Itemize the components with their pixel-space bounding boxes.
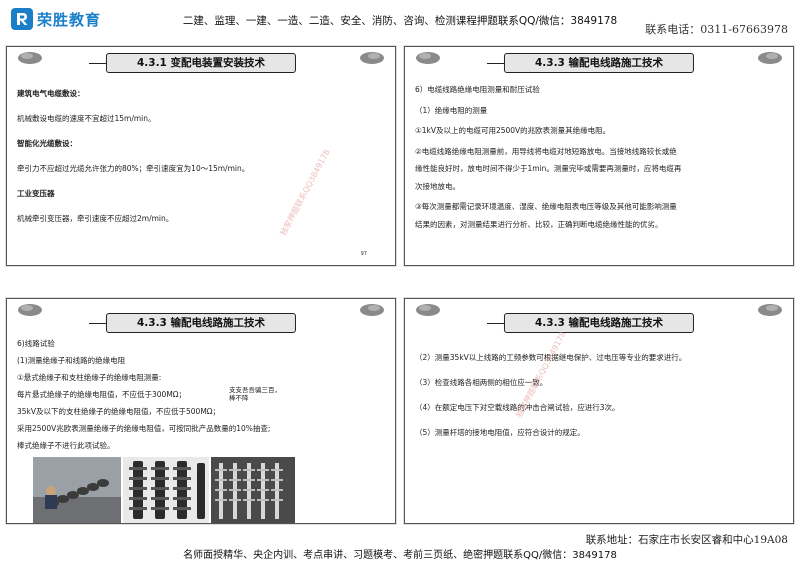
text-line: （1）绝缘电阻的测量 — [415, 105, 488, 115]
text-line: 6）电缆线路绝缘电阻测量和耐压试验 — [415, 85, 540, 94]
text-line: （5）测量杆塔的接地电阻值，应符合设计的规定。 — [415, 428, 585, 437]
insulator-photos — [33, 457, 383, 523]
side-note: 支支吾吾骗三百， 棒不降 — [229, 386, 281, 402]
ore-rock-icon — [416, 52, 440, 64]
text-line: 结果的因素，对测量结果进行分析、比较，正确判断电缆绝缘性能的优劣。 — [415, 219, 663, 229]
text-line: 棒式绝缘子不进行此项试验。 — [17, 441, 115, 450]
slide-title: 4.3.3 输配电线路施工技术 — [486, 53, 695, 73]
text-line: 6)线路试验 — [17, 339, 55, 348]
text-line: 35kV及以下的支柱绝缘子的绝缘电阻值，不应低于500MΩ； — [17, 407, 221, 416]
text-line: （3）检查线路各相两侧的相位应一致。 — [415, 378, 548, 387]
text-line: 每片悬式绝缘子的绝缘电阻值，不应低于300MΩ； — [17, 390, 187, 399]
text-line: 牵引力不应超过光缆允许张力的80%；牵引速度宜为10～15m/min。 — [17, 164, 250, 173]
insulator-photo — [211, 457, 295, 523]
header-phone: 联系电话：0311-67663978 — [645, 23, 788, 36]
slide-body: 6）电缆线路绝缘电阻测量和耐压试验 （1）绝缘电阻的测量 ①1kV及以上的电缆可… — [415, 83, 783, 259]
ore-rock-icon — [758, 52, 782, 64]
ore-rock-icon — [416, 304, 440, 316]
ore-rock-icon — [360, 304, 384, 316]
footer-address: 联系地址：石家庄市长安区睿和中心19A08 — [585, 534, 788, 546]
logo: 荣胜教育 — [10, 6, 101, 32]
text-line: ①1kV及以上的电缆可用2500V的兆欧表测量其绝缘电阻。 — [415, 126, 611, 135]
text-line: 机械敷设电缆的速度不宜超过15m/min。 — [17, 114, 156, 123]
slide-3: 4.3.3 输配电线路施工技术 6)线路试验 (1)测量绝缘子和线路的绝缘电阻 … — [6, 298, 396, 524]
side-note-line: 支支吾吾骗三百， — [229, 386, 281, 394]
slide-4: 4.3.3 输配电线路施工技术 （2）测量35kV以上线路的工频参数可根据继电保… — [404, 298, 794, 524]
text-line: ①悬式绝缘子和支柱绝缘子的绝缘电阻测量: — [17, 373, 162, 382]
text-line: 工业变压器 — [17, 189, 55, 198]
slide-body: 6)线路试验 (1)测量绝缘子和线路的绝缘电阻 ①悬式绝缘子和支柱绝缘子的绝缘电… — [17, 337, 385, 517]
header-banner-text: 二建、监理、一建、一造、二造、安全、消防、咨询、检测课程押题联系QQ/微信：38… — [182, 15, 618, 27]
text-line: (1)测量绝缘子和线路的绝缘电阻 — [17, 356, 126, 365]
footer-banner-text: 名师面授精华、央企内训、考点串讲、习题模考、考前三页纸、绝密押题联系QQ/微信：… — [183, 550, 617, 561]
text-line: 缘性能良好时，放电时间不得少于1min。测量完毕或需要再测量时，应将电缆再 — [415, 164, 682, 173]
ore-rock-icon — [360, 52, 384, 64]
text-line: （2）测量35kV以上线路的工频参数可根据继电保护、过电压等专业的要求进行。 — [415, 353, 687, 362]
text-line: 建筑电气电缆敷设： — [17, 89, 85, 98]
text-line: 智能化光缆敷设： — [17, 139, 77, 148]
ore-rock-icon — [18, 52, 42, 64]
insulator-photo — [33, 457, 121, 523]
text-line: ②电缆线路绝缘电阻测量前，用导线将电缆对地短路放电。当接地线路较长或绝 — [415, 146, 677, 156]
slide-body: （2）测量35kV以上线路的工频参数可根据继电保护、过电压等专业的要求进行。 （… — [415, 351, 783, 517]
slide-title: 4.3.3 输配电线路施工技术 — [486, 313, 695, 333]
page-header: 荣胜教育 二建、监理、一建、一造、二造、安全、消防、咨询、检测课程押题联系QQ/… — [0, 0, 800, 40]
ore-rock-icon — [758, 304, 782, 316]
text-line: （4）在额定电压下对空载线路的冲击合闸试验，应进行3次。 — [415, 403, 620, 412]
slide-1: 4.3.1 变配电装置安装技术 建筑电气电缆敷设： 机械敷设电缆的速度不宜超过1… — [6, 46, 396, 266]
page-number: 97 — [360, 251, 367, 257]
slide-2: 4.3.3 输配电线路施工技术 6）电缆线路绝缘电阻测量和耐压试验 （1）绝缘电… — [404, 46, 794, 266]
logo-r-icon — [11, 8, 33, 30]
side-note-line: 棒不降 — [229, 394, 249, 402]
ore-rock-icon — [18, 304, 42, 316]
insulator-photo — [123, 457, 209, 523]
text-line: 机械牵引变压器，牵引速度不应超过2m/min。 — [17, 214, 174, 223]
text-line: ③每次测量都需记录环境温度、湿度、绝缘电阻表电压等级及其他可能影响测量 — [415, 202, 677, 211]
slide-title: 4.3.1 变配电装置安装技术 — [88, 53, 297, 73]
slide-body: 建筑电气电缆敷设： 机械敷设电缆的速度不宜超过15m/min。 智能化光缆敷设：… — [17, 87, 385, 259]
slide-title: 4.3.3 输配电线路施工技术 — [88, 313, 297, 333]
text-line: 次接地放电。 — [415, 181, 460, 191]
text-line: 采用2500V兆欧表测量绝缘子的绝缘电阻值，可按同批产品数量的10%抽查; — [17, 424, 271, 433]
logo-text: 荣胜教育 — [37, 10, 102, 29]
